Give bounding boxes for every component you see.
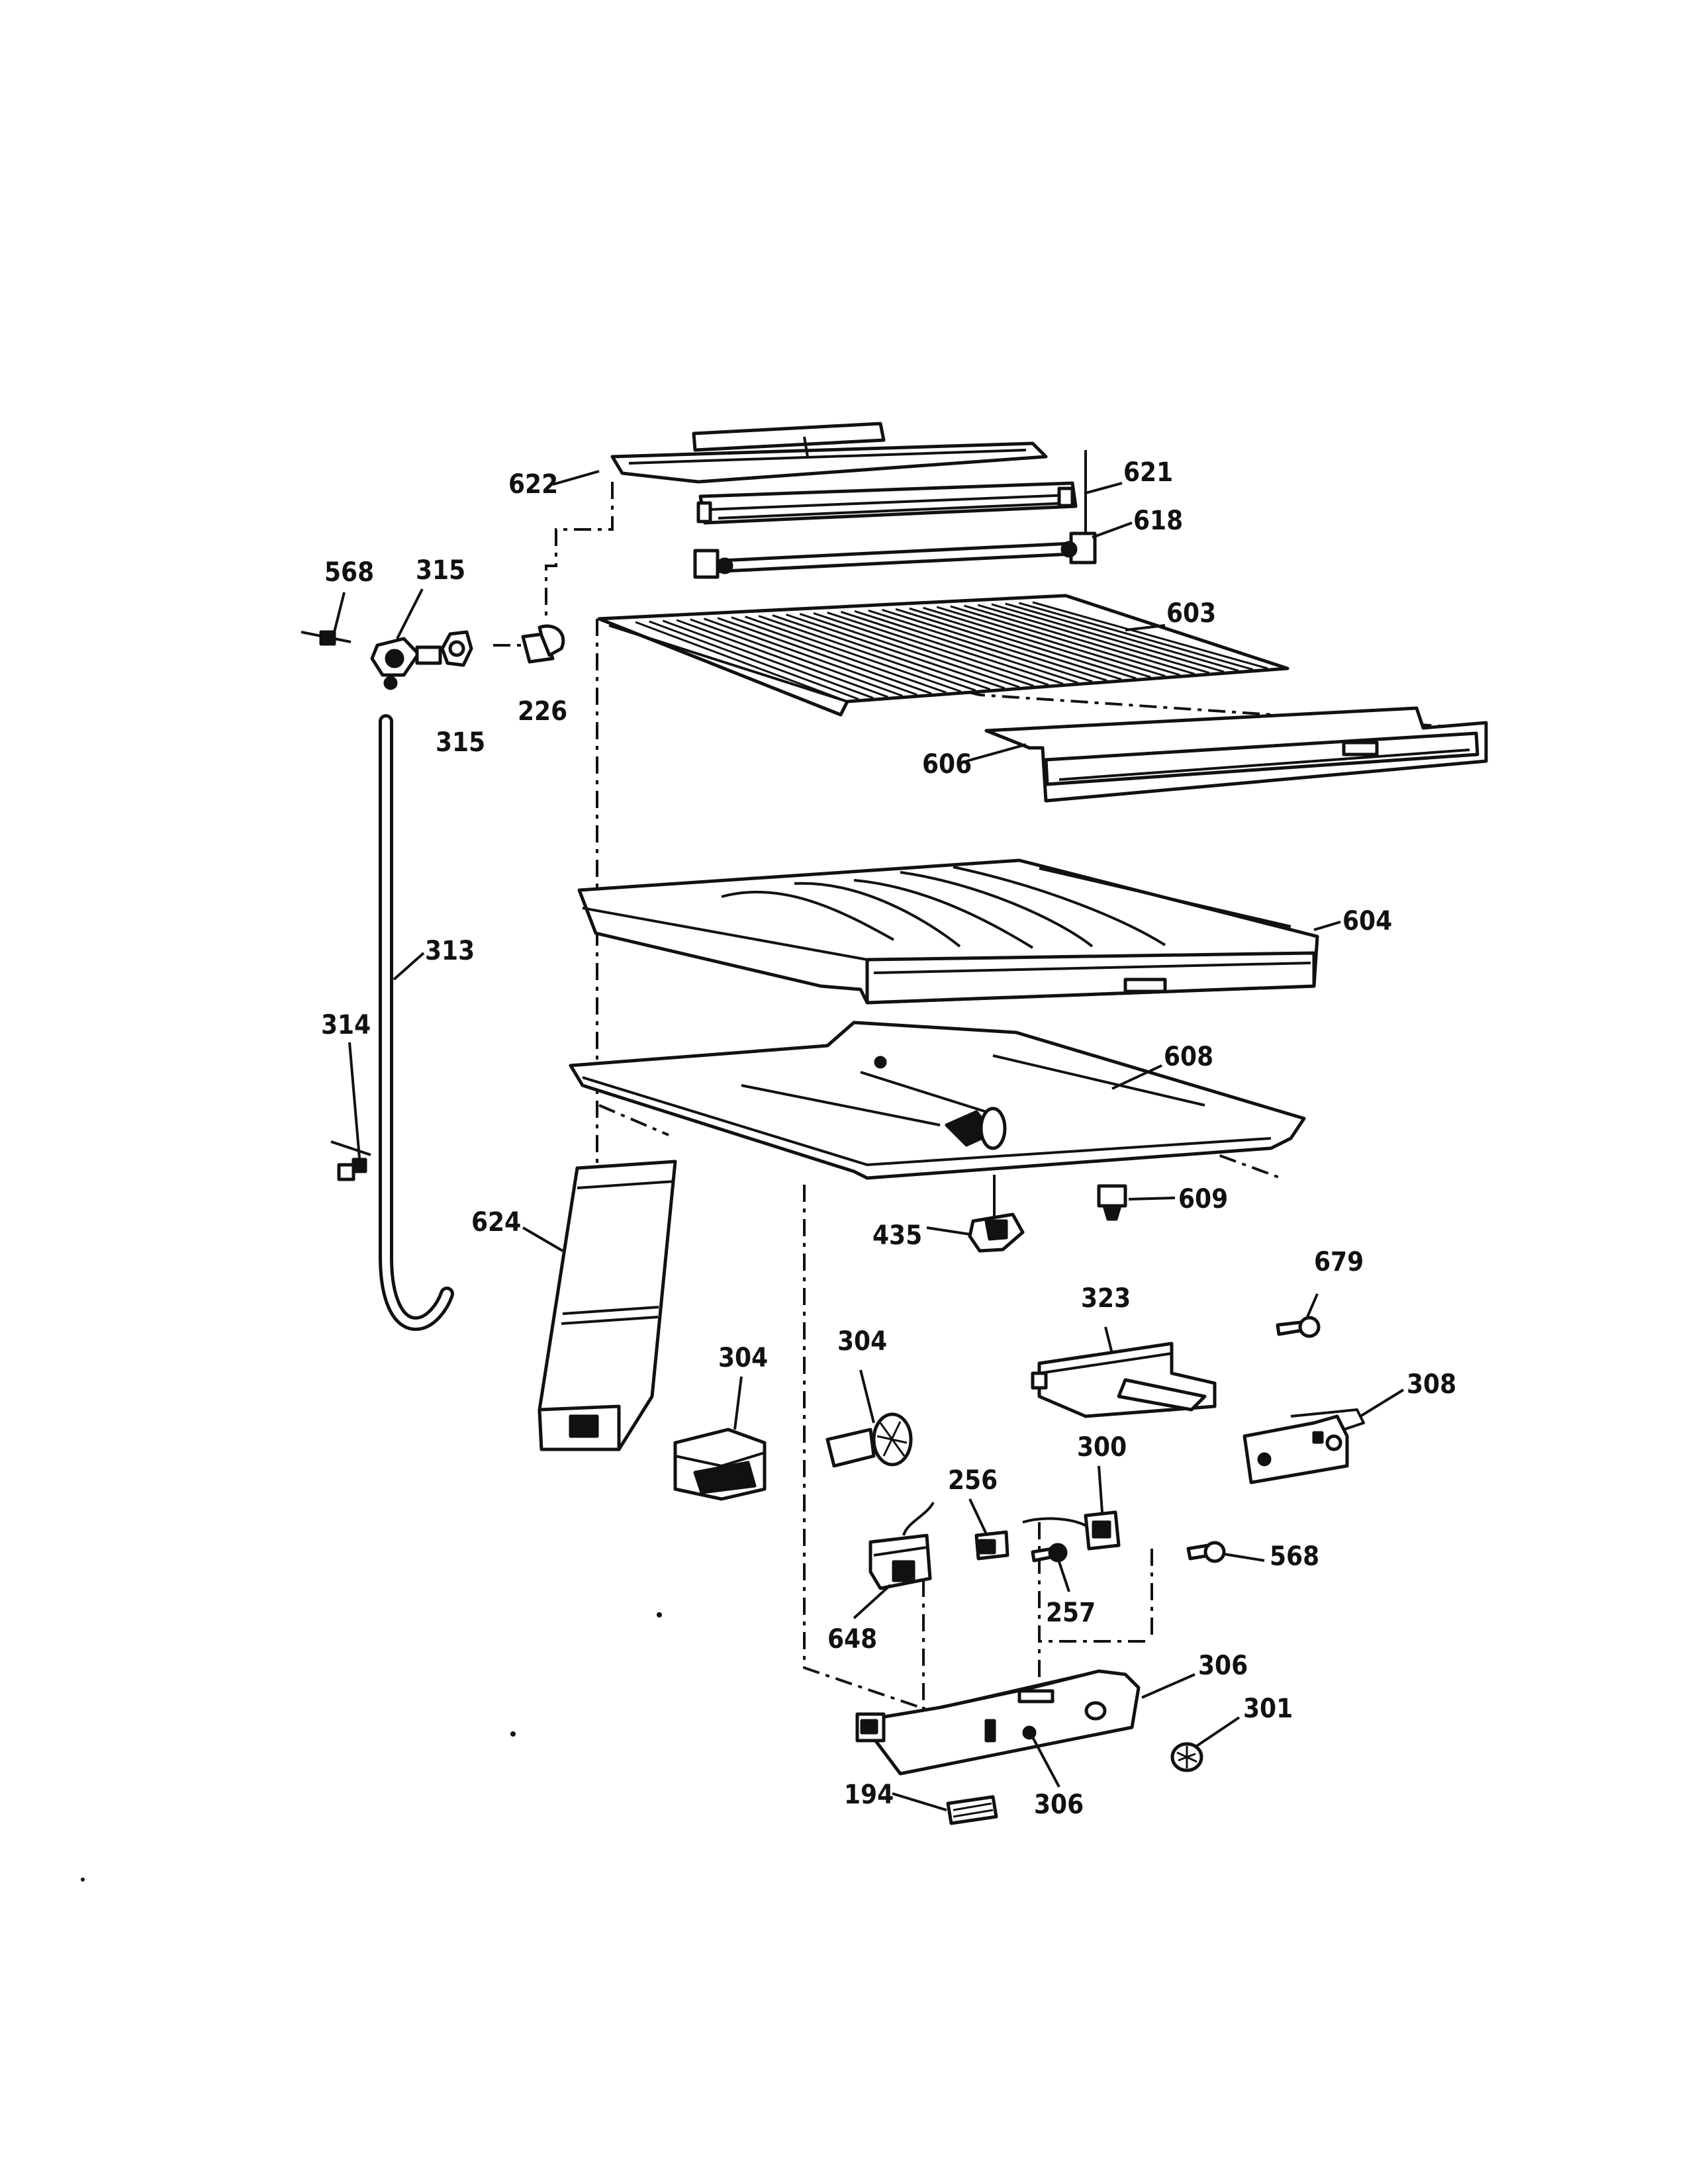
label-679: 679 [1314, 1247, 1364, 1277]
label-304-knob: 304 [837, 1326, 887, 1357]
scan-specks [81, 1612, 662, 1882]
grille-rib [950, 605, 1181, 676]
label-603: 603 [1166, 598, 1216, 629]
label-256: 256 [948, 1465, 998, 1496]
label-194: 194 [844, 1780, 894, 1810]
grille-rib [977, 604, 1210, 674]
part-621-rail [696, 450, 1087, 556]
grille-rib [813, 612, 1035, 687]
grille-rib [991, 603, 1225, 673]
grille-rib [649, 620, 859, 700]
grille-rib [881, 608, 1107, 682]
label-621: 621 [1123, 457, 1173, 488]
label-308: 308 [1407, 1369, 1456, 1400]
label-323: 323 [1081, 1283, 1131, 1314]
label-618: 618 [1133, 506, 1183, 536]
grille-rib [635, 621, 845, 702]
part-301-knob [1170, 1742, 1203, 1772]
part-568-screw-top [301, 630, 352, 646]
label-568-lower: 568 [1270, 1541, 1319, 1572]
label-609: 609 [1178, 1184, 1228, 1214]
label-306-bottom: 306 [1034, 1790, 1084, 1820]
part-308-bracket [1243, 1408, 1365, 1484]
grille-rib [909, 607, 1137, 680]
part-603-grille-shelf [597, 594, 1289, 717]
grille-rib [772, 614, 991, 690]
label-226: 226 [518, 696, 567, 727]
part-608-drip-tray [569, 1021, 1306, 1180]
label-257: 257 [1046, 1598, 1096, 1628]
grille-rib [799, 613, 1020, 688]
grille-rib [827, 612, 1049, 686]
grille-rib [745, 615, 962, 693]
label-624: 624 [471, 1207, 521, 1238]
part-323-control-housing [1031, 1342, 1217, 1418]
part-618-rod [693, 531, 1097, 579]
part-568-screw-lower [1186, 1541, 1226, 1563]
part-256-switch [974, 1530, 1009, 1561]
label-304-block: 304 [718, 1343, 768, 1373]
part-313-drain-tube [379, 714, 454, 1331]
part-609-fitting [1097, 1184, 1127, 1221]
label-314: 314 [321, 1010, 371, 1040]
grille-rib [717, 617, 932, 695]
grille-rib [758, 615, 976, 692]
part-194-pad [946, 1795, 998, 1825]
grille-rib [1018, 602, 1254, 671]
part-604-ribbed-panel [577, 858, 1319, 1005]
grille-rib [703, 617, 917, 696]
callout-labels: 622 621 618 568 315 315 226 603 606 604 … [321, 457, 1456, 1820]
part-622-top-cover [610, 422, 1048, 484]
part-314-clip [330, 1140, 371, 1181]
part-226-sleeve [521, 624, 565, 664]
label-648: 648 [827, 1624, 877, 1655]
grille-rib [1005, 602, 1239, 672]
grille-rib [840, 611, 1064, 685]
grille-rib [923, 606, 1151, 678]
label-300: 300 [1077, 1432, 1127, 1463]
grille-rib [662, 619, 874, 700]
label-435: 435 [872, 1220, 922, 1251]
label-315-bottom: 315 [436, 727, 485, 758]
grille-rib [676, 619, 888, 698]
label-604: 604 [1342, 906, 1392, 936]
part-315-bracket [370, 637, 442, 690]
part-435-drain-cap [968, 1175, 1025, 1253]
grille-rib [854, 610, 1078, 684]
grille-rib [1032, 601, 1268, 670]
part-648-motor [868, 1501, 935, 1590]
part-257-screw [1031, 1543, 1068, 1563]
label-306-top: 306 [1198, 1651, 1248, 1681]
grille-rib [868, 609, 1093, 683]
leader-lines [333, 470, 1405, 1811]
grille-rib [731, 616, 947, 694]
grille-rib [964, 604, 1196, 675]
part-304-knob [825, 1412, 913, 1468]
grille-rib [936, 606, 1166, 678]
label-301: 301 [1243, 1694, 1293, 1724]
grille-rib [786, 614, 1006, 690]
label-622: 622 [508, 469, 558, 500]
part-304-thermostat-block [673, 1428, 767, 1501]
label-606: 606 [922, 749, 972, 780]
label-315-top: 315 [416, 555, 465, 586]
grille-rib [895, 608, 1122, 680]
part-624-duct [538, 1160, 677, 1451]
part-300-relay [1022, 1510, 1121, 1551]
grille-rib [690, 618, 903, 697]
part-306-base-housing [855, 1669, 1141, 1776]
label-313: 313 [425, 936, 475, 966]
label-568-top: 568 [324, 557, 374, 588]
label-608: 608 [1164, 1042, 1213, 1072]
part-679-screw [1276, 1316, 1321, 1338]
part-315-washer [440, 630, 473, 667]
part-606-tray [984, 706, 1488, 803]
